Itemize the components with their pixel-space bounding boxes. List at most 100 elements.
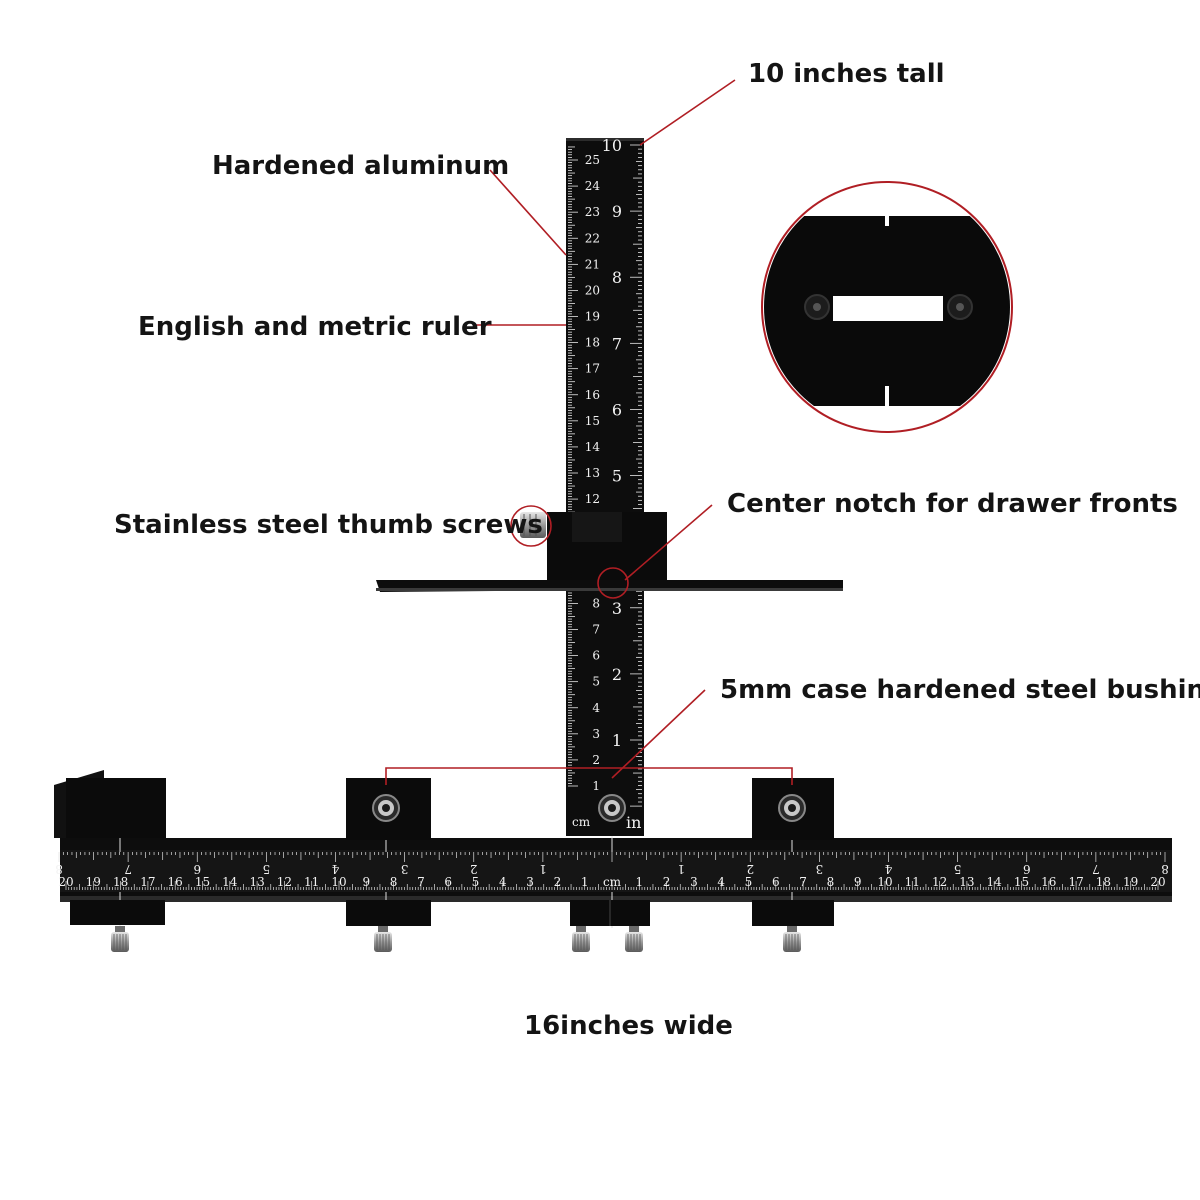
vertical-inch-label: 8 <box>612 268 622 287</box>
horizontal-cm-label-left: 12 <box>277 875 292 889</box>
horizontal-inch-label-right: 5 <box>954 862 962 876</box>
horizontal-cm-label-right: 8 <box>827 875 835 889</box>
screw-shaft <box>629 926 639 934</box>
vertical-cm-label: 25 <box>585 153 600 167</box>
horizontal-cm-label-left: 5 <box>472 875 480 889</box>
callout-height: 10 inches tall <box>748 59 945 89</box>
vertical-inch-label: 5 <box>612 467 622 486</box>
callout-leaders <box>385 79 1013 785</box>
vertical-cm-label: 14 <box>585 440 601 454</box>
horizontal-cm-label-right: 4 <box>717 875 725 889</box>
vertical-cm-label: 20 <box>585 283 600 297</box>
vertical-inch-label: 6 <box>612 400 622 419</box>
vertical-cm-label: 17 <box>585 362 600 376</box>
vertical-cm-label: 23 <box>585 205 600 219</box>
vertical-inch-label: 3 <box>612 599 622 618</box>
horizontal-inch-label-left: 7 <box>124 862 132 876</box>
notch-magnifier <box>764 184 1010 430</box>
horizontal-cm-label-right: 17 <box>1068 875 1083 889</box>
vertical-cm-label: 6 <box>592 649 600 663</box>
horizontal-inch-label-left: 8 <box>55 862 63 876</box>
horizontal-center-unit: cm <box>603 875 622 889</box>
horizontal-cm-label-left: 1 <box>581 875 589 889</box>
horizontal-cm-label-right: 1 <box>635 875 643 889</box>
horizontal-inch-label-right: 6 <box>1023 862 1031 876</box>
horizontal-cm-label-right: 2 <box>663 875 671 889</box>
horizontal-cm-label-left: 9 <box>362 875 370 889</box>
bushing-hole <box>608 804 616 812</box>
horizontal-cm-label-right: 7 <box>799 875 807 889</box>
horizontal-inch-label-left: 4 <box>331 862 339 876</box>
vertical-cm-label: 7 <box>592 623 600 637</box>
vertical-inch-label: 10 <box>602 136 622 155</box>
vertical-cm-label: 18 <box>585 336 600 350</box>
horizontal-cm-label-right: 5 <box>745 875 753 889</box>
horizontal-inch-label-right: 3 <box>816 862 824 876</box>
bushing-hole <box>382 804 390 812</box>
horizontal-cm-label-right: 19 <box>1123 875 1138 889</box>
horizontal-cm-label-left: 17 <box>140 875 155 889</box>
horizontal-inch-label-left: 6 <box>193 862 201 876</box>
slider-thumb-screw[interactable] <box>520 512 546 538</box>
horizontal-cm-label-left: 2 <box>554 875 562 889</box>
horizontal-cm-label-left: 11 <box>304 875 319 889</box>
horizontal-inch-label-right: 8 <box>1161 862 1169 876</box>
vertical-inch-label: 9 <box>612 202 622 221</box>
horizontal-cm-label-right: 16 <box>1041 875 1056 889</box>
callout-material: Hardened aluminum <box>212 151 509 181</box>
horizontal-cm-label-left: 20 <box>58 875 73 889</box>
horizontal-cm-label-right: 14 <box>987 875 1003 889</box>
bushing-hole <box>788 804 796 812</box>
horizontal-cm-label-left: 3 <box>526 875 534 889</box>
horizontal-inch-label-right: 2 <box>746 862 754 876</box>
vertical-inch-label: 2 <box>612 665 622 684</box>
horizontal-cm-label-right: 10 <box>877 875 892 889</box>
horizontal-cm-label-left: 4 <box>499 875 507 889</box>
vertical-cm-label: 8 <box>592 596 600 610</box>
callout-center-notch: Center notch for drawer fronts <box>727 489 1178 519</box>
horizontal-cm-label-right: 20 <box>1150 875 1165 889</box>
screw-shaft <box>378 926 388 934</box>
horizontal-cm-label-left: 15 <box>195 875 210 889</box>
horizontal-inch-label-left: 5 <box>263 862 271 876</box>
vertical-cm-label: 21 <box>585 257 600 271</box>
screw-shaft <box>115 926 125 934</box>
horizontal-inch-label-right: 7 <box>1092 862 1100 876</box>
vertical-cm-label: 15 <box>585 414 600 428</box>
vertical-cm-label: 19 <box>585 310 600 324</box>
vertical-unit-in: in <box>626 813 641 832</box>
horizontal-cm-label-left: 19 <box>86 875 101 889</box>
horizontal-inch-label-right: 4 <box>884 862 892 876</box>
horizontal-cm-label-left: 14 <box>222 875 238 889</box>
horizontal-cm-label-right: 3 <box>690 875 698 889</box>
screw-shaft <box>576 926 586 934</box>
horizontal-cm-label-left: 13 <box>249 875 264 889</box>
horizontal-cm-label-right: 15 <box>1014 875 1029 889</box>
vertical-cm-label: 22 <box>585 231 600 245</box>
callout-width: 16inches wide <box>524 1011 733 1041</box>
horizontal-cm-label-left: 8 <box>390 875 398 889</box>
end-stop-block <box>54 770 166 925</box>
horizontal-cm-label-right: 12 <box>932 875 947 889</box>
vertical-cm-label: 24 <box>585 179 601 193</box>
vertical-ruler-ticks <box>568 144 642 807</box>
horizontal-cm-label-right: 6 <box>772 875 780 889</box>
vertical-cm-label: 13 <box>585 466 600 480</box>
horizontal-cm-label-right: 13 <box>959 875 974 889</box>
vertical-cm-label: 1 <box>592 779 600 793</box>
horizontal-inch-label-right: 1 <box>677 862 685 876</box>
horizontal-inch-label-left: 2 <box>470 862 478 876</box>
vertical-cm-label: 3 <box>592 727 600 741</box>
horizontal-cm-label-left: 18 <box>113 875 128 889</box>
center-base-block <box>570 900 650 926</box>
callout-ruler: English and metric ruler <box>138 312 492 342</box>
vertical-inch-label: 7 <box>612 334 622 353</box>
vertical-cm-label: 4 <box>592 701 600 715</box>
vertical-cm-label: 5 <box>592 675 600 689</box>
vertical-unit-cm: cm <box>572 815 591 829</box>
vertical-inch-label: 1 <box>612 731 622 750</box>
horizontal-inch-label-left: 1 <box>539 862 547 876</box>
horizontal-cm-label-right: 18 <box>1096 875 1111 889</box>
